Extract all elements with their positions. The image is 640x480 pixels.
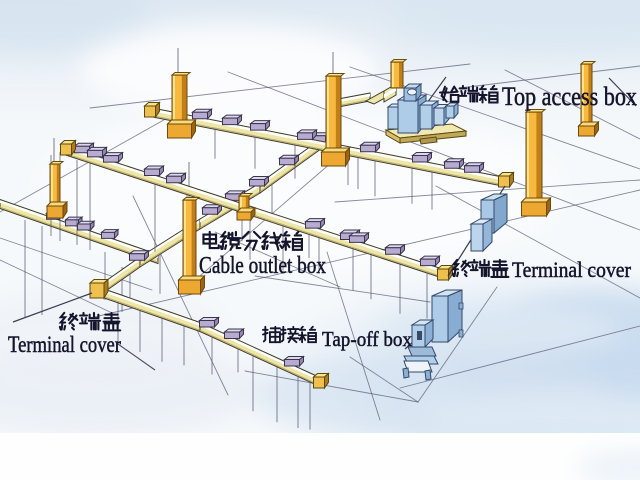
svg-text:Terminal cover: Terminal cover (512, 257, 631, 282)
svg-text:Top access box: Top access box (502, 82, 637, 111)
svg-text:Tap-off box: Tap-off box (322, 327, 412, 351)
svg-text:Terminal cover: Terminal cover (8, 332, 121, 358)
svg-text:Cable outlet box: Cable outlet box (199, 253, 326, 279)
